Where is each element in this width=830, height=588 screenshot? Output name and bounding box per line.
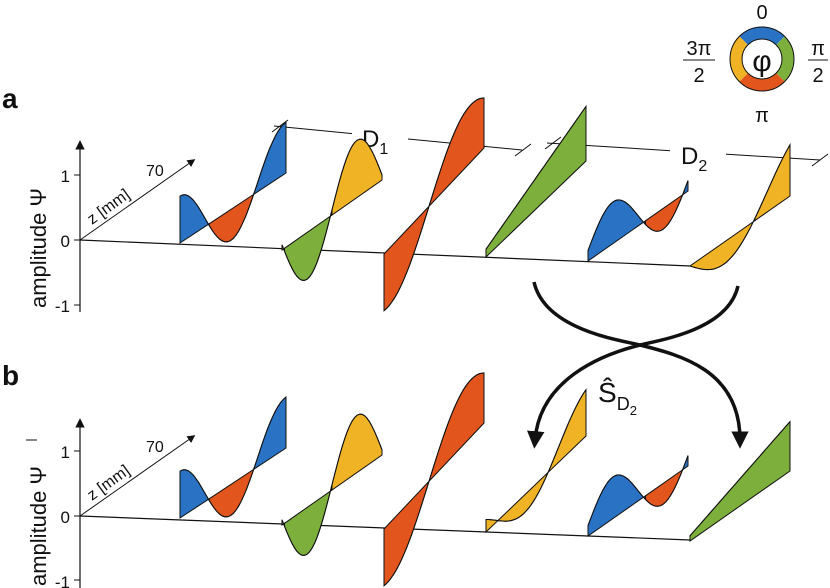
waveform-lobe [253, 395, 287, 470]
phase-wheel-inner-ring [741, 38, 783, 80]
waveform-outline [383, 97, 485, 312]
waveform-outline [486, 389, 587, 522]
phase-wheel-left-segment [730, 36, 748, 82]
panel-a-tick-label-0: 0 [61, 232, 70, 251]
panel-a-label: a [2, 83, 18, 114]
phase-wheel-top-segment [739, 26, 785, 45]
panel-a-waveforms [179, 97, 791, 312]
swap-operator-label: ŜD2 [598, 377, 637, 418]
panel-b-tick-label-1: 1 [61, 443, 70, 462]
waves-a-waveform-5 [587, 180, 689, 262]
waveform-lobe [548, 388, 587, 474]
waves-b-waveform-4 [485, 388, 587, 534]
waveform-outline [179, 121, 287, 243]
panel-b-label: b [2, 360, 19, 391]
domain-label-d2: D2 [681, 143, 707, 175]
waves-a-waveform-2 [281, 138, 383, 281]
phase-label-bottom: π [755, 105, 769, 127]
panel-b-tick-label-minus1: -1 [55, 573, 70, 588]
waveform-lobe [645, 468, 684, 507]
panel-b-waveforms [179, 372, 791, 587]
waveform-outline [281, 413, 383, 556]
waveform-outline [383, 372, 485, 587]
waveform-lobe [208, 467, 255, 518]
waveform-outline [179, 396, 287, 518]
waves-b-waveform-1 [179, 395, 287, 519]
waveform-lobe [645, 193, 684, 232]
phase-label-top: 0 [756, 2, 767, 24]
waveform-lobe [587, 199, 646, 262]
waveform-lobe [284, 484, 333, 556]
phase-label-left-numerator: 3π [687, 38, 712, 60]
waveform-outline [587, 455, 689, 526]
waves-b-waveform-3 [383, 372, 485, 587]
panel-a-depth-value: 70 [146, 163, 164, 180]
phase-wheel-bottom-segment [739, 73, 785, 92]
waveform-lobe [383, 372, 485, 587]
phase-label-right-numerator: π [811, 38, 825, 60]
panel-a-depth-axis [79, 159, 196, 241]
waves-a-waveform-4 [485, 104, 587, 259]
waves-b-waveform-5 [587, 455, 689, 537]
swap-arrow-to-right [532, 281, 749, 449]
waves-a-waveform-6 [688, 142, 791, 271]
waves-b-waveform-2 [281, 413, 383, 556]
phase-wheel-outer-ring [729, 26, 795, 92]
phase-wheel-right-segment [776, 36, 794, 82]
panel-b-tick-label-0: 0 [61, 508, 70, 527]
waveform-lobe [253, 120, 287, 195]
waveform-lobe [688, 217, 756, 271]
panel-b-depth-axis [79, 435, 196, 517]
waves-a-waveform-3 [383, 97, 485, 312]
panel-a-tick-label-minus1: -1 [55, 297, 70, 316]
waveform-lobe [587, 474, 646, 537]
panel-a-y-axis-title: amplitude Ψ [26, 188, 51, 308]
waveform-outline [281, 138, 383, 281]
waveform-lobe [485, 104, 587, 259]
panel-b: b amplitude Ψ 1 0 -1 z [mm] 70 [2, 360, 791, 588]
waves-b-waveform-6 [689, 420, 791, 542]
waveform-lobe [208, 192, 255, 243]
phase-label-right-denominator: 2 [812, 65, 823, 87]
phase-wheel-center-label: φ [752, 45, 771, 78]
waveform-lobe [331, 413, 383, 491]
waveform-outline [485, 106, 587, 250]
waves-a-waveform-1 [179, 120, 287, 244]
domain-bracket-d2: D2 [544, 136, 829, 175]
swap-arrow-to-left [527, 285, 740, 449]
waveform-lobe [284, 209, 333, 281]
waveform-outline [587, 180, 689, 251]
phase-wheel: φ 0 π 2 π 3π 2 [683, 2, 828, 127]
waveform-outline [689, 144, 791, 271]
swap-operator: ŜD2 [527, 281, 749, 449]
panel-a: a amplitude Ψ 1 0 -1 z [mm] 70 [2, 83, 791, 316]
phase-label-left-denominator: 2 [693, 65, 704, 87]
panel-a-tick-label-1: 1 [61, 167, 70, 186]
panel-b-depth-value: 70 [146, 439, 164, 456]
domain-bracket-d1: D1 [271, 119, 532, 158]
waveform-lobe [485, 518, 499, 534]
waveform-outline [689, 421, 791, 537]
panel-b-y-axis-title: amplitude Ψ [26, 466, 51, 586]
